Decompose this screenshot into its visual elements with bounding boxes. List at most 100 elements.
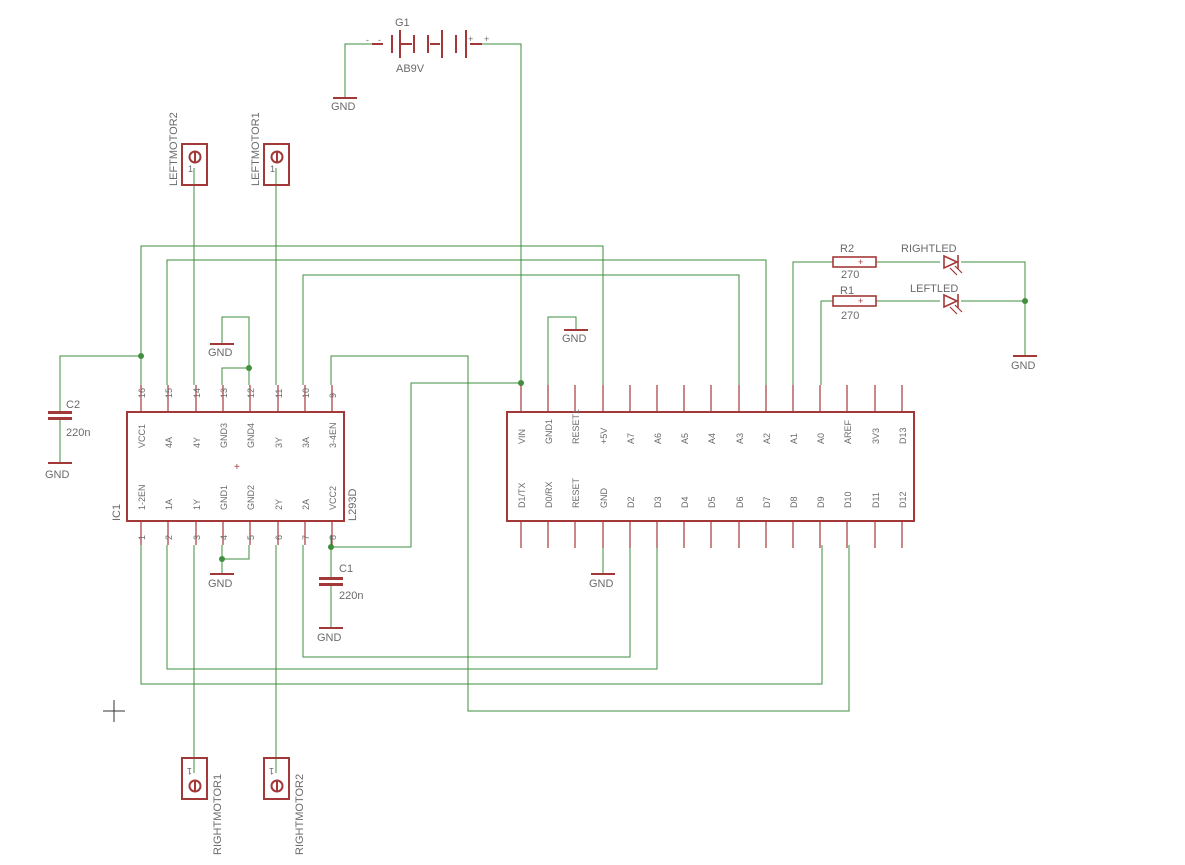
capacitor-c2: C2 220n — [48, 399, 90, 439]
wire-vin-vcc2 — [331, 382, 521, 548]
ic1-pin-label: GND3 — [219, 423, 229, 448]
wire-ard-gnd1 — [547, 316, 577, 385]
battery-g1: G1 AB9V - - + + — [366, 17, 489, 75]
svg-text:1: 1 — [188, 164, 193, 174]
ic1-pin-number: 13 — [219, 388, 229, 398]
ic1-pin-number: 7 — [301, 535, 311, 540]
arduino-pin-label: D5 — [707, 496, 717, 508]
motor-label: LEFTMOTOR2 — [168, 112, 180, 186]
ic1-value: L293D — [347, 489, 359, 521]
ic1-pin-number: 8 — [328, 535, 338, 540]
ic1-pin-number: 9 — [328, 393, 338, 398]
gnd-label: GND — [589, 578, 614, 590]
ic1-pin-label: 1-2EN — [137, 484, 147, 510]
ic1-pin-number: 4 — [219, 535, 229, 540]
resistor-origin-icon: + — [858, 296, 863, 306]
battery-plus: + — [468, 34, 473, 44]
ic1-body — [126, 411, 345, 522]
arduino-pin-label: D10 — [843, 491, 853, 508]
ic1-pin-number: 5 — [246, 535, 256, 540]
led-left: LEFTLED — [910, 283, 963, 315]
arduino-pin-label: D3 — [653, 496, 663, 508]
ic1-pin-number: 11 — [274, 389, 284, 398]
junction-dot — [518, 380, 524, 386]
led-icon — [943, 293, 959, 309]
wires — [59, 43, 1026, 773]
gnd-label: GND — [208, 347, 233, 359]
svg-text:1: 1 — [269, 766, 274, 776]
junction-dot — [138, 353, 144, 359]
arduino-pin-label: D2 — [626, 496, 636, 508]
ic1-pin-number: 14 — [192, 388, 202, 398]
arduino-pin-label: D11 — [871, 492, 881, 508]
arduino-pin-label: A6 — [653, 433, 663, 444]
capacitor-plate — [48, 417, 72, 420]
c1-name: C1 — [339, 563, 353, 575]
arduino-pin-label: D8 — [789, 496, 799, 508]
arduino-pin-label: D12 — [898, 491, 908, 508]
ic1-pin-number: 16 — [137, 388, 147, 398]
gnd-label: GND — [208, 578, 233, 590]
arduino-pin-label: GND1 — [544, 419, 554, 444]
ic1-pin-label: VCC2 — [328, 486, 338, 510]
gnd-label: GND — [317, 632, 342, 644]
wire-battery-gnd — [344, 43, 372, 98]
c2-name: C2 — [66, 399, 80, 411]
ic1-pin-label: 1A — [164, 499, 174, 510]
led-right-label: RIGHTLED — [901, 243, 957, 255]
svg-text:1: 1 — [187, 766, 192, 776]
wire-4a-a2 — [166, 259, 767, 385]
arduino-pin-label: D6 — [735, 496, 745, 508]
ic1-pin-label: GND1 — [219, 485, 229, 510]
arduino-pin-label: AREF — [843, 419, 853, 444]
ic1-pin-number: 1 — [137, 535, 147, 540]
wire-led-gnd — [961, 261, 1026, 356]
ic1-pin-number: 10 — [301, 388, 311, 398]
motor-leftmotor1: 1 LEFTMOTOR1 — [250, 112, 290, 186]
capacitor-plate — [319, 583, 343, 586]
motor-label: LEFTMOTOR1 — [250, 112, 262, 186]
wire-battery-vin — [482, 43, 522, 412]
ic1-pin-label: 2A — [301, 499, 311, 510]
svg-text:1: 1 — [270, 164, 275, 174]
r2-name: R2 — [840, 243, 854, 255]
ic1-pin-label: 3Y — [274, 437, 284, 448]
wire-34en-d10 — [330, 355, 850, 712]
arduino-pin-label: GND — [599, 488, 609, 509]
wire-a1-r2 — [792, 261, 833, 385]
junction-dot — [1022, 298, 1028, 304]
ic1-pin-number: 12 — [246, 388, 256, 398]
wire-vcc1-c2 — [59, 355, 141, 412]
led-left-label: LEFTLED — [910, 283, 958, 295]
led-icon — [943, 254, 959, 270]
ic1-pin-number: 3 — [192, 535, 202, 540]
svg-text:-: - — [378, 35, 381, 45]
wire-gnd4-gnd — [221, 316, 250, 368]
arduino-pin-label: RESET — [571, 477, 581, 508]
wire-2a-d2 — [302, 545, 631, 658]
arduino-pin-label: A1 — [789, 433, 799, 444]
arduino-pin-label: A0 — [816, 433, 826, 444]
battery-name: G1 — [395, 17, 410, 29]
wire-gnd34 — [221, 367, 250, 385]
gnd-symbols: GND GND GND GND GND GND GND GND — [45, 97, 1037, 644]
ic1-pin-label: 2Y — [274, 499, 284, 510]
arduino-pin-label: A3 — [735, 433, 745, 444]
arduino-pin-label: D13 — [898, 427, 908, 444]
arduino-pin-label: VIN — [517, 429, 527, 444]
arduino-pin-label: A7 — [626, 433, 636, 444]
resistor-r1: + R1 270 — [832, 285, 877, 322]
motor-label: RIGHTMOTOR1 — [212, 774, 224, 855]
capacitor-plate — [319, 577, 343, 580]
r1-value: 270 — [841, 310, 859, 322]
ic1-l293d: + IC1 L293D 16VCC1154A144Y13GND312GND411… — [111, 385, 359, 545]
wire-a0-r1 — [820, 300, 833, 385]
motor-rightmotor1: 1 RIGHTMOTOR1 — [181, 757, 224, 855]
ic1-pin-label: 1Y — [192, 499, 202, 510]
ic1-pin-label: VCC1 — [137, 424, 147, 448]
gnd-label: GND — [45, 469, 70, 481]
